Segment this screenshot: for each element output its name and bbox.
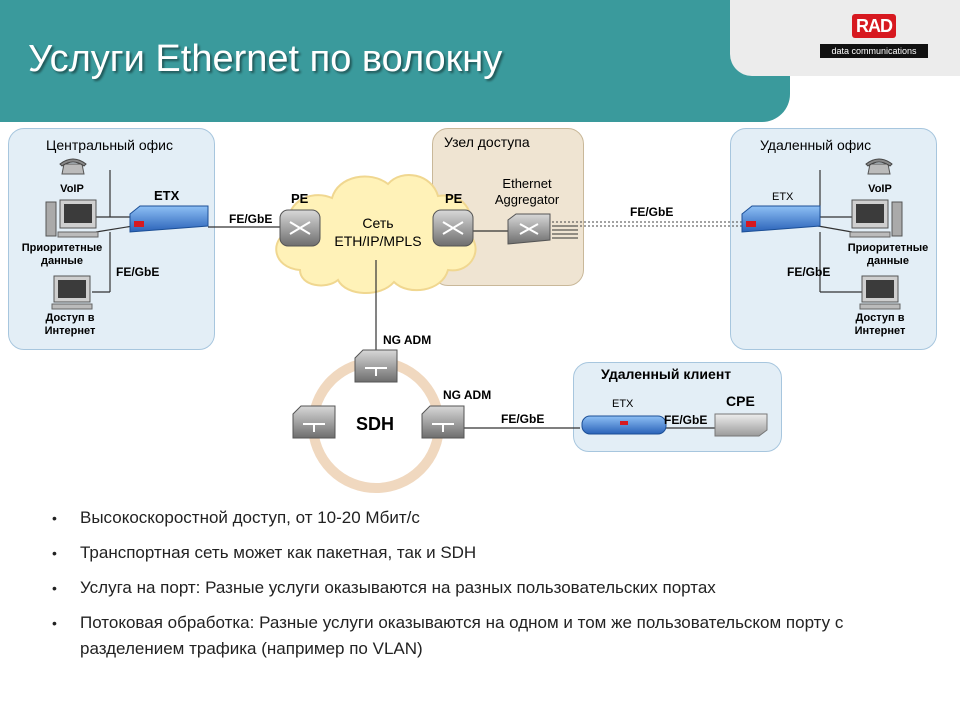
mpls-cloud bbox=[275, 174, 477, 295]
remote-priority-data-label: Приоритетные данные bbox=[847, 242, 929, 267]
bullet-text: Транспортная сеть может как пакетная, та… bbox=[80, 543, 477, 562]
client-etx-label: ETX bbox=[612, 398, 634, 410]
bullet-item: • Транспортная сеть может как пакетная, т… bbox=[50, 540, 930, 566]
sdh-label: SDH bbox=[356, 414, 395, 434]
pe-left-label: PE bbox=[291, 191, 309, 206]
cloud-label: Сеть ETH/IP/MPLS bbox=[334, 215, 422, 249]
bullet-text: Высокоскоростной доступ, от 10-20 Мбит/с bbox=[80, 508, 420, 527]
bullet-item: • Услуга на порт: Разные услуги оказывают… bbox=[50, 575, 930, 601]
workstation-icon bbox=[45, 199, 99, 238]
bullet-text: Услуга на порт: Разные услуги оказываютс… bbox=[80, 578, 716, 597]
workstation-remote-icon bbox=[849, 199, 903, 238]
bullet-icon: • bbox=[52, 580, 57, 596]
ng-adm-right bbox=[421, 405, 465, 439]
central-voip-label: VoIP bbox=[60, 183, 84, 195]
slide-title: Услуги Ethernet по волокну bbox=[28, 38, 503, 80]
logo-brand: RAD bbox=[852, 14, 896, 38]
etx-central bbox=[129, 205, 209, 233]
ng-adm-top bbox=[354, 349, 398, 383]
logo-area bbox=[730, 0, 960, 76]
etx-remote-client bbox=[581, 415, 667, 435]
bullet-icon: • bbox=[52, 615, 57, 631]
remote-office-title: Удаленный офис bbox=[760, 137, 872, 153]
remote-etx-label: ETX bbox=[772, 191, 794, 203]
remote-voip-label: VoIP bbox=[868, 183, 892, 195]
dotted-fiber-link bbox=[548, 221, 745, 227]
remote-client-title: Удаленный клиент bbox=[601, 366, 732, 382]
remote-internal-link-label: FE/GbE bbox=[787, 265, 831, 279]
central-internal-link-label: FE/GbE bbox=[116, 265, 160, 279]
central-office-panel bbox=[8, 128, 215, 350]
bullet-list: • Высокоскоростной доступ, от 10-20 Мбит/… bbox=[50, 505, 930, 671]
fiber-link-label: FE/GbE bbox=[630, 205, 674, 219]
central-office-title: Центральный офис bbox=[46, 137, 173, 153]
voip-phone-remote-icon bbox=[865, 158, 893, 175]
logo-tagline: data communications bbox=[820, 44, 928, 58]
central-internet-label: Доступ в Интернет bbox=[44, 312, 96, 337]
bullet-item: • Потоковая обработка: Разные услуги оказ… bbox=[50, 610, 930, 662]
bullet-icon: • bbox=[52, 545, 57, 561]
bullet-item: • Высокоскоростной доступ, от 10-20 Мбит/… bbox=[50, 505, 930, 531]
cpe-device bbox=[714, 413, 768, 437]
pe-router-right bbox=[432, 209, 474, 247]
sdh-link-label: FE/GbE bbox=[501, 412, 545, 426]
aggregator-label: Ethernet Aggregator bbox=[494, 176, 560, 207]
title-bar bbox=[0, 0, 790, 122]
internet-pc-icon bbox=[51, 275, 93, 310]
ng-adm-left bbox=[292, 405, 336, 439]
bullet-text: Потоковая обработка: Разные услуги оказы… bbox=[80, 613, 844, 658]
internet-pc-remote-icon bbox=[859, 275, 901, 310]
remote-office-panel bbox=[730, 128, 937, 350]
pe-router-left bbox=[279, 209, 321, 247]
rad-logo: RAD data communications bbox=[820, 14, 928, 60]
bullet-icon: • bbox=[52, 510, 57, 526]
client-link-label: FE/GbE bbox=[664, 413, 708, 427]
cpe-label: CPE bbox=[726, 393, 755, 409]
pe-right-label: PE bbox=[445, 191, 463, 206]
ng-adm-right-label: NG ADM bbox=[443, 388, 492, 402]
voip-phone-icon bbox=[59, 158, 87, 175]
central-link-label: FE/GbE bbox=[229, 212, 273, 226]
etx-remote-office bbox=[741, 205, 821, 233]
connection-lines bbox=[92, 170, 866, 429]
remote-client-panel bbox=[573, 362, 782, 452]
remote-internet-label: Доступ в Интернет bbox=[854, 312, 906, 337]
network-diagram bbox=[45, 158, 903, 493]
access-node-title: Узел доступа bbox=[444, 134, 530, 150]
central-etx-label: ETX bbox=[154, 188, 180, 203]
central-priority-data-label: Приоритетные данные bbox=[21, 242, 103, 267]
ethernet-aggregator bbox=[507, 213, 578, 245]
ng-adm-top-label: NG ADM bbox=[383, 333, 432, 347]
